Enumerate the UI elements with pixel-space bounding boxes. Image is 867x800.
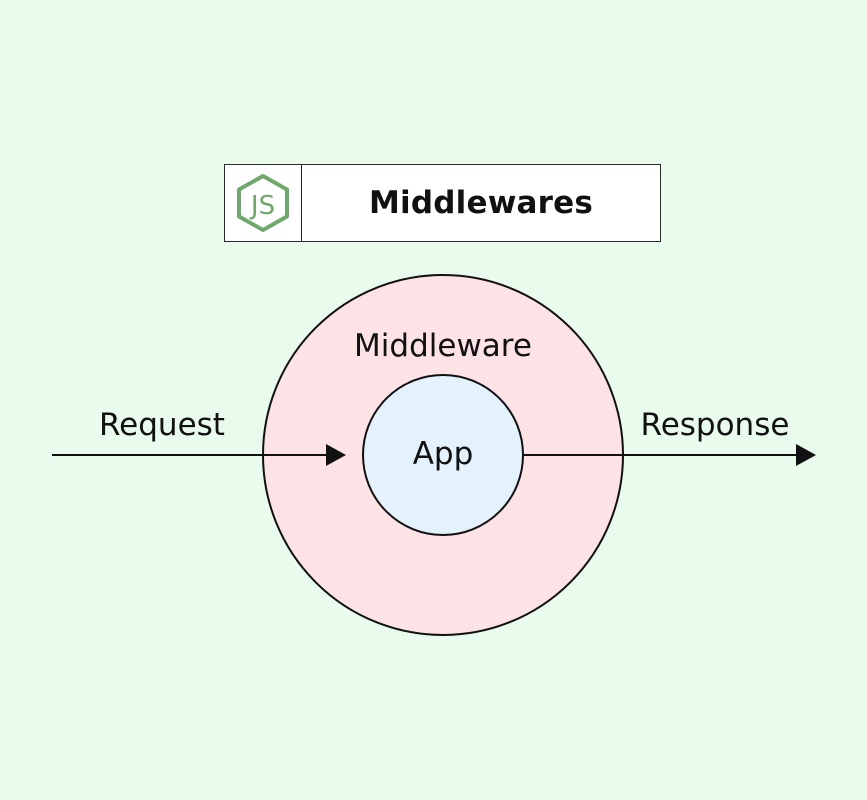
page-title: Middlewares [368,185,594,221]
request-arrowhead [326,444,346,466]
title-cell: Middlewares [302,165,660,241]
response-label: Response [641,407,790,443]
logo-text: JS [249,191,275,221]
nodejs-logo-icon: JS [237,174,289,232]
request-label: Request [99,407,225,443]
logo-cell: JS [225,165,302,241]
response-arrowhead [796,444,816,466]
title-banner: JS Middlewares [224,164,661,242]
middleware-label: Middleware [354,328,532,364]
app-label: App [413,436,474,472]
